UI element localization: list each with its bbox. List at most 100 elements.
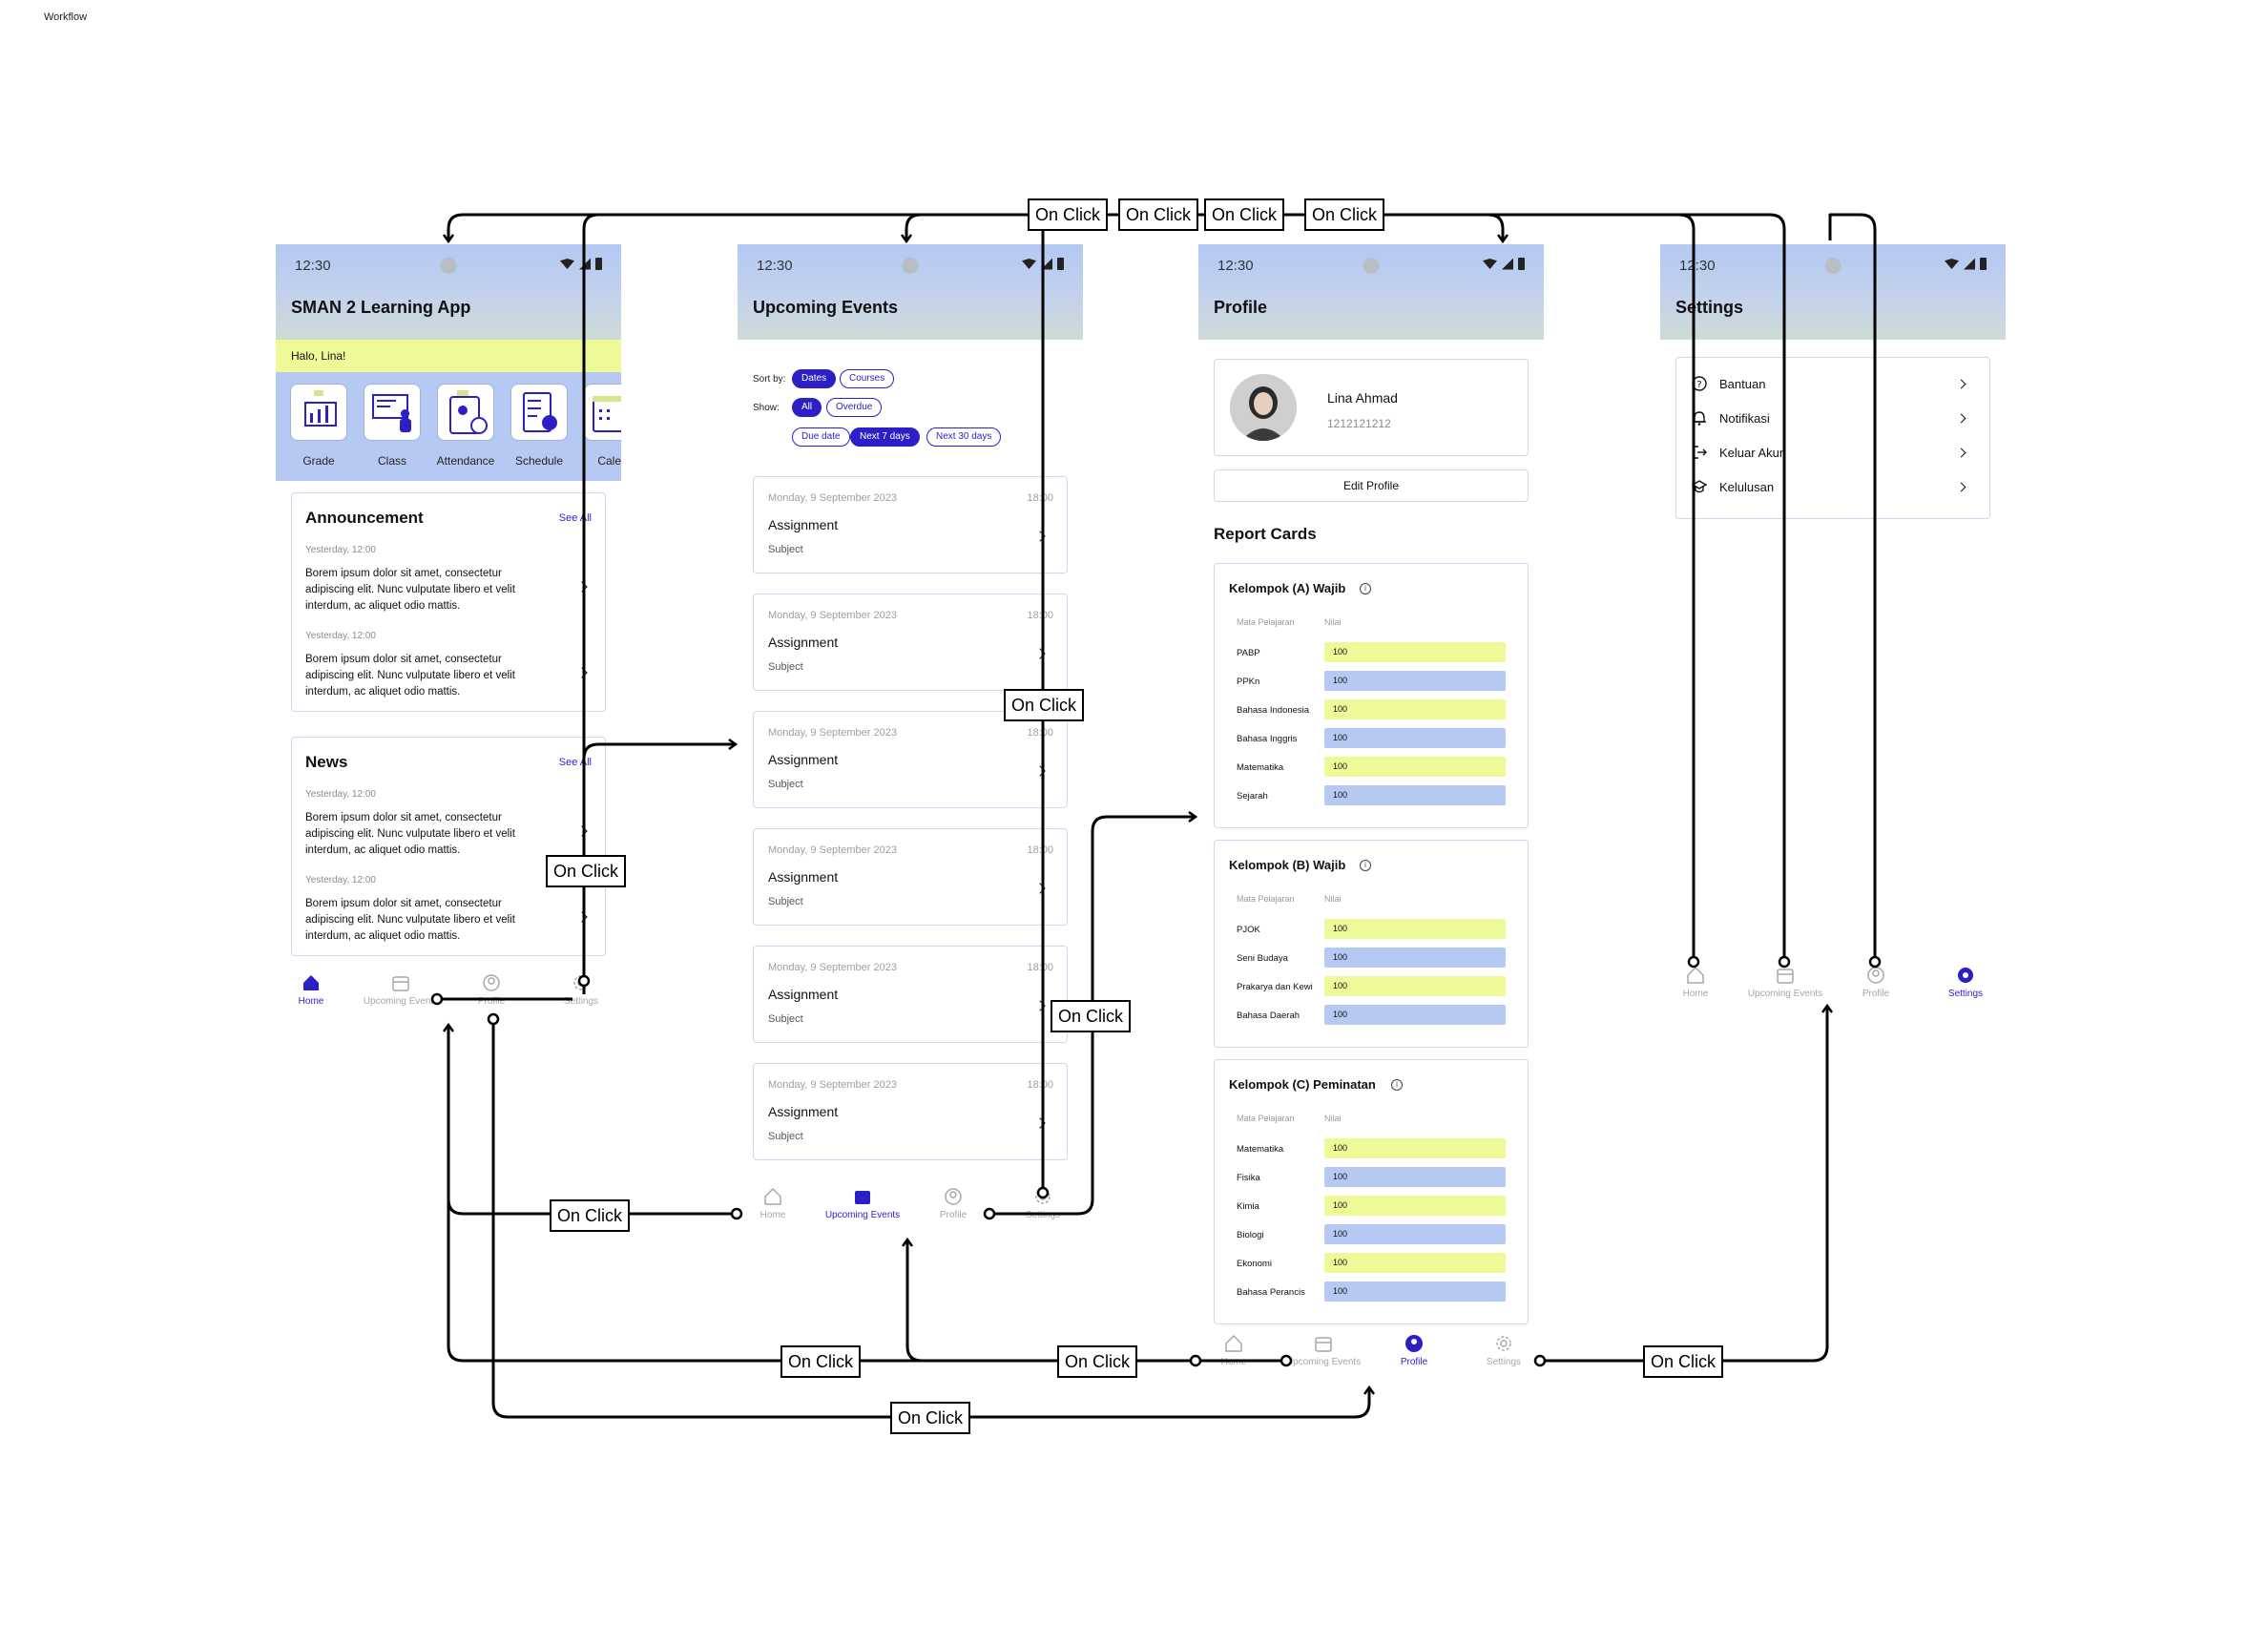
next-7-days-chip[interactable]: Next 7 days — [850, 427, 920, 447]
event-card[interactable]: Monday, 9 September 2023 18:00 Assignmen… — [753, 946, 1068, 1043]
status-icons — [1483, 258, 1525, 270]
event-title: Assignment — [768, 1104, 839, 1119]
nav-home[interactable]: Home — [268, 973, 354, 1007]
event-card[interactable]: Monday, 9 September 2023 18:00 Assignmen… — [753, 1063, 1068, 1160]
home-screen: 12:30 SMAN 2 Learning App Halo, Lina! Gr… — [276, 244, 621, 1025]
nav-events[interactable]: Upcoming Events — [1742, 966, 1828, 999]
event-card[interactable]: Monday, 9 September 2023 18:00 Assignmen… — [753, 594, 1068, 691]
nav-events-label: Upcoming Events — [1747, 989, 1823, 999]
flow-node — [1280, 1354, 1293, 1367]
status-time: 12:30 — [757, 258, 793, 274]
user-icon — [482, 973, 501, 992]
flow-label: On Click — [546, 855, 627, 887]
col-score-header: Nilai — [1324, 1114, 1342, 1123]
page-title: Profile — [1214, 298, 1268, 317]
info-icon[interactable]: i — [1360, 860, 1371, 871]
nav-home[interactable]: Home — [730, 1187, 816, 1220]
event-time: 18:00 — [1027, 1079, 1053, 1091]
event-card[interactable]: Monday, 9 September 2023 18:00 Assignmen… — [753, 711, 1068, 808]
nav-home-label: Home — [1682, 989, 1709, 999]
flow-node — [730, 1207, 743, 1220]
menu-class[interactable]: Class — [359, 384, 426, 468]
user-icon — [1404, 1334, 1424, 1353]
col-subject-header: Mata Pelajaran — [1237, 1114, 1295, 1123]
status-time: 12:30 — [295, 258, 331, 274]
news-text-2[interactable]: Borem ipsum dolor sit amet, consectetur … — [305, 898, 515, 942]
subject-name: Matematika — [1237, 1144, 1284, 1155]
col-subject-header: Mata Pelajaran — [1237, 894, 1295, 904]
nav-profile-label: Profile — [1400, 1357, 1428, 1367]
announcement-text-2[interactable]: Borem ipsum dolor sit amet, consectetur … — [305, 654, 515, 698]
subject-name: Biologi — [1237, 1230, 1264, 1240]
show-overdue-chip[interactable]: Overdue — [826, 398, 883, 417]
menu-grade[interactable]: Grade — [285, 384, 352, 468]
score-bar: 100 — [1324, 699, 1506, 719]
menu-schedule[interactable]: Schedule — [506, 384, 572, 468]
wifi-icon — [1483, 259, 1497, 269]
nav-profile[interactable]: Profile — [448, 973, 534, 1007]
announcement-time-1: Yesterday, 12:00 — [305, 545, 376, 555]
battery-icon — [1980, 258, 1987, 270]
nav-events[interactable]: Upcoming Events — [1280, 1334, 1366, 1367]
calendar-icon — [1776, 966, 1795, 985]
nav-events[interactable]: Upcoming Events — [358, 973, 444, 1007]
event-card[interactable]: Monday, 9 September 2023 18:00 Assignmen… — [753, 828, 1068, 926]
home-top-bar: 12:30 SMAN 2 Learning App — [276, 244, 621, 340]
home-icon — [763, 1187, 782, 1206]
show-all-chip[interactable]: All — [792, 398, 822, 417]
nav-events[interactable]: Upcoming Events — [820, 1187, 905, 1220]
score-bar: 100 — [1324, 1281, 1506, 1302]
flow-label: On Click — [1118, 198, 1199, 231]
nav-settings[interactable]: Settings — [1923, 966, 2008, 999]
nav-home-label: Home — [759, 1210, 786, 1220]
event-card[interactable]: Monday, 9 September 2023 18:00 Assignmen… — [753, 476, 1068, 573]
event-time: 18:00 — [1027, 492, 1053, 504]
subject-name: PJOK — [1237, 925, 1260, 935]
app-title: SMAN 2 Learning App — [291, 298, 471, 317]
avatar — [1230, 374, 1297, 441]
event-subject: Subject — [768, 896, 803, 907]
event-date: Monday, 9 September 2023 — [768, 727, 897, 739]
nav-settings[interactable]: Settings — [1461, 1334, 1547, 1367]
event-title: Assignment — [768, 987, 839, 1002]
home-icon — [302, 973, 321, 992]
news-card: News See All Yesterday, 12:00 Borem ipsu… — [291, 737, 606, 956]
info-icon[interactable]: i — [1360, 583, 1371, 594]
subject-name: Bahasa Perancis — [1237, 1287, 1305, 1298]
nav-home[interactable]: Home — [1653, 966, 1738, 999]
score-bar: 100 — [1324, 919, 1506, 939]
menu-attendance-label: Attendance — [436, 454, 495, 468]
sort-dates-chip[interactable]: Dates — [792, 369, 837, 388]
profile-name: Lina Ahmad — [1327, 390, 1398, 406]
flow-node — [487, 1012, 500, 1026]
events-top-bar: 12:30 Upcoming Events — [738, 244, 1083, 340]
subject-name: Bahasa Inggris — [1237, 734, 1298, 744]
nav-events-label: Upcoming Events — [1285, 1357, 1362, 1367]
home-icon — [1686, 966, 1705, 985]
info-icon[interactable]: i — [1391, 1079, 1403, 1091]
score-bar: 100 — [1324, 1138, 1506, 1158]
nav-profile[interactable]: Profile — [1371, 1334, 1457, 1367]
subject-name: Prakarya dan Kewi — [1237, 982, 1313, 992]
next-30-days-chip[interactable]: Next 30 days — [926, 427, 1002, 447]
camera-dot — [1824, 258, 1841, 274]
edit-profile-button[interactable]: Edit Profile — [1214, 469, 1529, 502]
announcement-time-2: Yesterday, 12:00 — [305, 631, 376, 641]
report-group-a: Kelompok (A) Wajib i Mata Pelajaran Nila… — [1214, 563, 1529, 828]
grade-icon — [290, 384, 347, 441]
announcement-text-1[interactable]: Borem ipsum dolor sit amet, consectetur … — [305, 568, 515, 612]
nav-events-label: Upcoming Events — [363, 996, 439, 1007]
nav-profile[interactable]: Profile — [910, 1187, 996, 1220]
news-text-1[interactable]: Borem ipsum dolor sit amet, consectetur … — [305, 812, 515, 856]
flow-line — [906, 213, 1786, 959]
nav-settings-label: Settings — [1947, 989, 1984, 999]
score-bar: 100 — [1324, 785, 1506, 805]
sort-courses-chip[interactable]: Courses — [840, 369, 895, 388]
due-date-chip[interactable]: Due date — [792, 427, 850, 447]
menu-attendance[interactable]: Attendance — [432, 384, 499, 468]
settings-item-kelulusan[interactable]: Kelulusan — [1691, 476, 1978, 499]
wifi-icon — [560, 259, 574, 269]
score-bar: 100 — [1324, 757, 1506, 777]
settings-item-label: Notifikasi — [1719, 411, 1770, 426]
menu-calendar[interactable]: Calen — [579, 384, 621, 468]
